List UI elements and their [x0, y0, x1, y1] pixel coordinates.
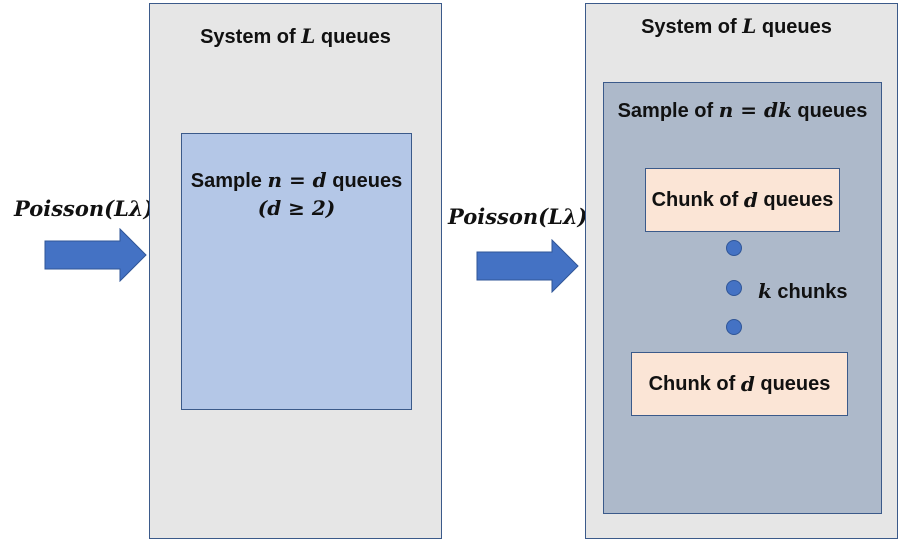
- right-sample-suffix: queues: [791, 100, 868, 122]
- right-system-title-suffix: queues: [756, 16, 832, 38]
- left-arrow-label: Poisson(Lλ): [14, 196, 154, 221]
- ellipsis-dot-2: [726, 280, 742, 296]
- right-system-title-var: L: [742, 14, 757, 38]
- ellipsis-dot-1: [726, 240, 742, 256]
- right-sample-text: Sample of: [617, 100, 719, 122]
- left-sample-text: Sample: [190, 170, 268, 192]
- left-sample-line1: Sample n = d queues: [182, 168, 411, 193]
- k-chunks-text: chunks: [771, 281, 848, 303]
- right-sample-title: Sample of n = dk queues: [604, 98, 881, 123]
- k-chunks-label: k chunks: [758, 279, 847, 304]
- left-sample-math: n = d: [267, 168, 327, 192]
- right-arrow-icon: [476, 239, 579, 293]
- left-arrow-icon: [44, 228, 147, 282]
- chunk-bottom-suffix: queues: [760, 372, 831, 395]
- left-sample-suffix: queues: [326, 170, 403, 192]
- right-arrow-label: Poisson(Lλ): [448, 204, 588, 229]
- right-sample-math: n = dk: [718, 98, 792, 122]
- chunk-bottom-box: Chunk of d queues: [631, 352, 848, 416]
- left-sample-line2: (d ≥ 2): [257, 196, 336, 220]
- chunk-top-box: Chunk of d queues: [645, 168, 840, 232]
- right-system-title: System of L queues: [576, 14, 897, 39]
- ellipsis-dot-3: [726, 319, 742, 335]
- chunk-top-text: Chunk of: [651, 188, 739, 211]
- k-chunks-var: k: [758, 279, 772, 303]
- chunk-bottom-text: Chunk of: [648, 372, 736, 395]
- left-system-title-text: System of: [200, 26, 302, 48]
- right-system-title-text: System of: [641, 16, 743, 38]
- left-system-title: System of L queues: [150, 24, 441, 49]
- chunk-top-suffix: queues: [763, 188, 834, 211]
- chunk-bottom-var: d: [740, 372, 755, 396]
- left-system-title-var: L: [301, 24, 316, 48]
- right-sample-box: Sample of n = dk queues: [603, 82, 882, 514]
- chunk-top-var: d: [743, 188, 758, 212]
- left-sample-box: Sample n = d queues (d ≥ 2): [181, 133, 412, 410]
- left-system-title-suffix: queues: [315, 26, 391, 48]
